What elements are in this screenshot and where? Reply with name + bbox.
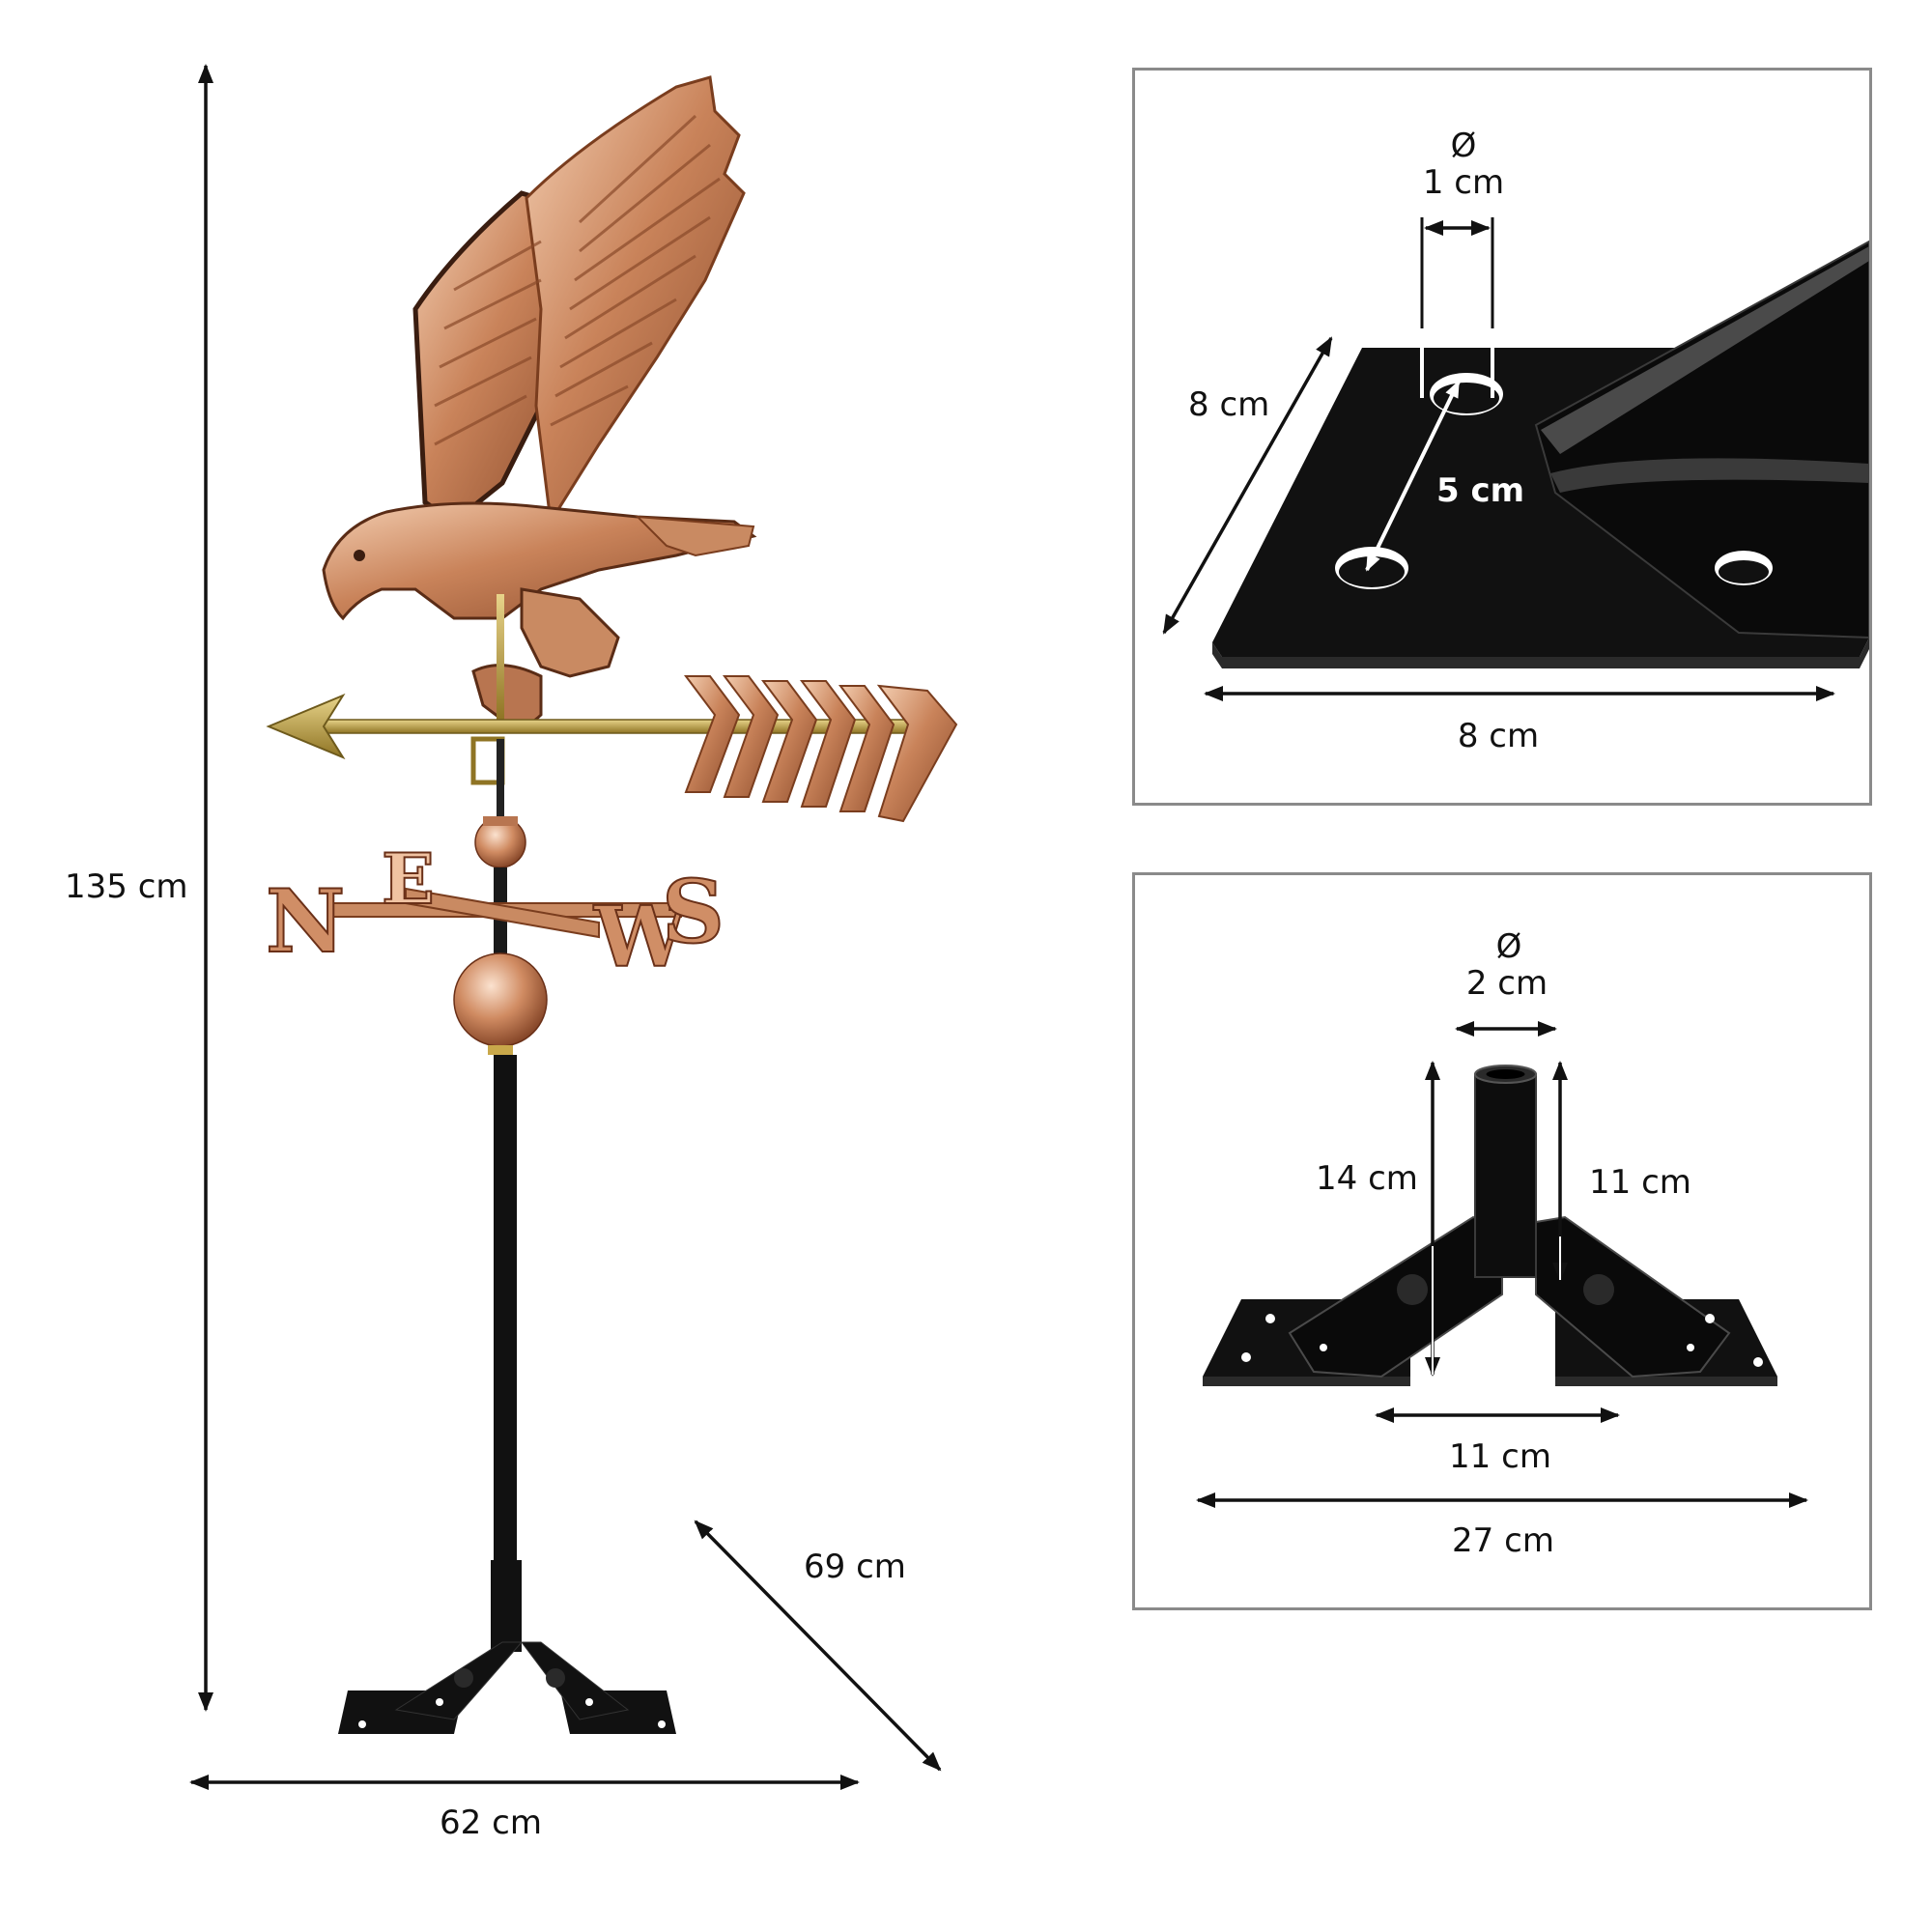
tube-diameter-label: 2 cm — [1465, 964, 1548, 1003]
hole-diameter-symbol: Ø — [1450, 127, 1477, 165]
plate-bracket — [1534, 240, 1870, 639]
plate-edge — [1212, 638, 1869, 668]
eagle-tail — [635, 515, 755, 557]
eagle-eye — [354, 550, 365, 561]
eagle-talons — [471, 664, 543, 727]
hole-diameter-label: 1 cm — [1422, 163, 1505, 202]
total-width-label: 27 cm — [1452, 1521, 1554, 1560]
plate-depth-label: 8 cm — [1188, 385, 1270, 424]
compass-letter-w: W — [593, 889, 689, 986]
tube-height-label: 11 cm — [1589, 1163, 1691, 1202]
width-label: 62 cm — [440, 1804, 542, 1842]
plate-depth-arrow — [1162, 336, 1333, 635]
weathervane-illustration: N E W S — [265, 75, 958, 1734]
depth-label: 69 cm — [804, 1548, 906, 1586]
inner-width-label: 11 cm — [1449, 1437, 1551, 1476]
lower-ball-collar — [488, 1045, 513, 1055]
eagle-body — [322, 501, 757, 621]
vane-spindle-upper — [497, 739, 504, 816]
compass-letter-e: E — [382, 838, 435, 920]
eagle-support-rod — [497, 594, 504, 720]
hole-spacing-arrow — [1365, 380, 1461, 572]
base-detail-illustration — [1203, 1065, 1777, 1386]
compass-letter-s: S — [662, 861, 724, 963]
base-detail-panel — [1132, 872, 1872, 1610]
ball-collar — [483, 816, 518, 826]
pole-sleeve — [491, 1560, 522, 1652]
compass-arm-ns — [405, 887, 600, 939]
hole-spacing-label: 5 cm — [1436, 471, 1525, 510]
plate-detail-panel — [1132, 68, 1872, 806]
compass-letter-n: N — [266, 870, 345, 973]
arrow-fletching — [684, 675, 958, 823]
compass-letters: N E W S — [265, 837, 725, 987]
eagle-wing-front — [525, 75, 746, 526]
detail-tube — [1474, 1073, 1537, 1278]
tube-diameter-symbol: Ø — [1495, 927, 1522, 966]
lower-ball — [453, 952, 548, 1047]
wing-feathers — [434, 114, 721, 446]
detail-base-left-bracket — [1288, 1215, 1503, 1378]
eagle-leg — [520, 587, 620, 678]
mounting-pole — [494, 1055, 517, 1567]
height-label: 135 cm — [65, 867, 188, 906]
arrow-head — [266, 693, 346, 760]
depth-dimension-arrow — [694, 1520, 942, 1772]
plate-width-label: 8 cm — [1457, 717, 1540, 755]
plate-weld — [1550, 458, 1869, 493]
plate-bracket-highlight — [1541, 246, 1869, 454]
base-right-bracket — [521, 1641, 630, 1720]
total-height-label: 14 cm — [1316, 1159, 1418, 1198]
